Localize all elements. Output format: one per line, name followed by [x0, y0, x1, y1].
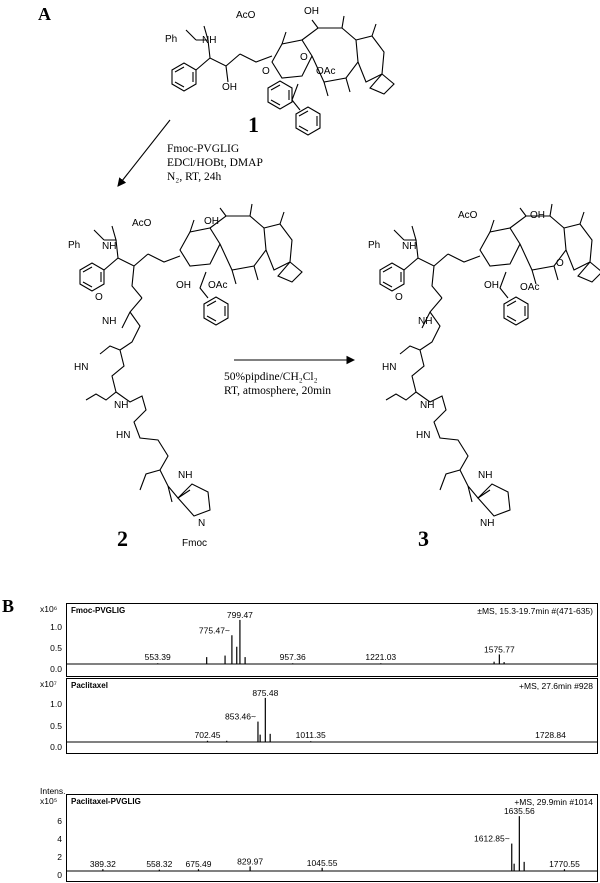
- svg-text:HN: HN: [382, 362, 396, 373]
- spectrum-title: Paclitaxel-PVGLIG: [71, 797, 141, 806]
- svg-text:OH: OH: [222, 82, 237, 93]
- compound-2-structure: [79, 203, 303, 517]
- svg-text:NH: NH: [402, 241, 416, 252]
- svg-text:NH: NH: [418, 316, 432, 327]
- spectrum-plot: 553.39 775.47~ 799.47 957.36 1221.03 1575.77: [67, 610, 597, 665]
- y-tick: 0.5: [50, 721, 62, 731]
- ms-spectrum-paclitaxel: Paclitaxel +MS, 27.6min #928 702.45 853.4…: [66, 678, 598, 754]
- peak-label: 1635.56: [504, 806, 535, 816]
- ms-spectrum-fmoc-pvglig: Fmoc-PVGLIG ±MS, 15.3-19.7min #(471-635)…: [66, 603, 598, 677]
- spectrum-info: ±MS, 15.3-19.7min #(471-635): [477, 606, 593, 616]
- svg-text:OH: OH: [304, 6, 319, 17]
- y-exponent: x10⁷: [40, 679, 57, 689]
- peak-label: 1045.55: [307, 858, 338, 868]
- peak-label: 957.36: [280, 652, 306, 662]
- svg-text:O: O: [262, 66, 270, 77]
- svg-text:Ph: Ph: [68, 240, 80, 251]
- compound-number-2: 2: [117, 526, 128, 551]
- peak-label: 389.32: [90, 859, 116, 869]
- svg-text:Ph: Ph: [165, 34, 177, 45]
- y-tick: 0.5: [50, 643, 62, 653]
- svg-text:O: O: [556, 258, 564, 269]
- svg-text:NH: NH: [102, 241, 116, 252]
- compound-3-structure: [379, 203, 600, 517]
- svg-text:HN: HN: [74, 362, 88, 373]
- y-tick: 0.0: [50, 664, 62, 674]
- reaction-2-conditions: 50%pipdine/CH₂Cl₂ RT, atmosphere, 20min: [224, 370, 331, 398]
- svg-text:OH: OH: [484, 280, 499, 291]
- y-tick: 0.0: [50, 742, 62, 752]
- svg-text:AcO: AcO: [236, 10, 256, 21]
- reagent-line: 50%pipdine/CH₂Cl₂: [224, 371, 318, 383]
- svg-text:NH: NH: [202, 35, 216, 46]
- peak-label: 702.45: [194, 730, 220, 740]
- peak-label: 1770.55: [549, 859, 580, 869]
- y-tick: 0: [57, 870, 62, 880]
- spectrum-plot: 389.32 558.32 675.49 829.97 1045.55 1612.85~ 1…: [67, 806, 597, 872]
- compound-number-3: 3: [418, 526, 429, 551]
- spectrum-title: Fmoc-PVGLIG: [71, 606, 126, 615]
- svg-text:OAc: OAc: [316, 66, 335, 77]
- svg-text:NH: NH: [420, 400, 434, 411]
- peak-label: 829.97: [237, 856, 263, 866]
- peak-label: 675.49: [185, 859, 211, 869]
- svg-text:Ph: Ph: [368, 240, 380, 251]
- y-exponent: x10⁶: [40, 604, 58, 614]
- spectrum-info: +MS, 27.6min #928: [519, 681, 593, 691]
- svg-text:Fmoc: Fmoc: [182, 538, 207, 549]
- svg-text:OAc: OAc: [208, 280, 227, 291]
- panel-a-label: A: [38, 4, 51, 24]
- svg-text:OH: OH: [176, 280, 191, 291]
- ms-spectrum-paclitaxel-pvglig: Paclitaxel-PVGLIG +MS, 29.9min #1014 389…: [66, 794, 598, 882]
- svg-text:HN: HN: [416, 430, 430, 441]
- svg-text:O: O: [395, 292, 403, 303]
- reagent-line: RT, atmosphere, 20min: [224, 385, 332, 397]
- svg-text:OH: OH: [530, 210, 545, 221]
- spectrum-plot: 702.45 853.46~ 875.48 1011.35 1728.84: [67, 688, 597, 743]
- y-tick: 2: [57, 852, 62, 862]
- reagent-line: EDCl/HOBt, DMAP: [167, 157, 263, 169]
- svg-text:OAc: OAc: [520, 282, 539, 293]
- peak-label: 1011.35: [296, 730, 326, 740]
- peak-label: 1221.03: [365, 652, 396, 662]
- svg-text:NH: NH: [478, 470, 492, 481]
- spectrum-info: +MS, 29.9min #1014: [514, 797, 593, 807]
- reaction-scheme: Ph NH OH O AcO OH OAc O Ph NH O NH HN NH…: [68, 6, 600, 549]
- svg-text:AcO: AcO: [458, 210, 478, 221]
- y-axis-label: Intens.: [40, 786, 66, 796]
- svg-text:NH: NH: [114, 400, 128, 411]
- svg-text:NH: NH: [102, 316, 116, 327]
- compound-1-structure: [171, 15, 395, 136]
- peak-label: 1575.77: [484, 644, 515, 654]
- peak-label: 558.32: [146, 859, 172, 869]
- svg-text:N: N: [198, 518, 205, 529]
- peak-label: 875.48: [252, 688, 278, 698]
- peak-label: 1728.84: [535, 730, 566, 740]
- spectrum-title: Paclitaxel: [71, 681, 108, 690]
- reaction-1-conditions: Fmoc-PVGLIG EDCl/HOBt, DMAP N₂, RT, 24h: [167, 142, 263, 184]
- svg-text:O: O: [95, 292, 103, 303]
- compound-number-1: 1: [248, 112, 259, 137]
- y-exponent: x10⁵: [40, 796, 58, 806]
- y-tick: 1.0: [50, 699, 62, 709]
- panel-b-label: B: [2, 596, 15, 616]
- y-tick: 1.0: [50, 622, 62, 632]
- y-tick: 4: [57, 834, 62, 844]
- svg-text:HN: HN: [116, 430, 130, 441]
- y-tick: 6: [57, 816, 62, 826]
- reagent-line: N₂, RT, 24h: [167, 171, 222, 183]
- peak-label: 553.39: [145, 652, 171, 662]
- peak-label: 853.46~: [225, 712, 256, 722]
- svg-text:NH: NH: [178, 470, 192, 481]
- peak-label: 775.47~: [199, 625, 230, 635]
- peak-label: 799.47: [227, 610, 253, 620]
- svg-text:OH: OH: [204, 216, 219, 227]
- svg-text:O: O: [300, 52, 308, 63]
- peak-label: 1612.85~: [474, 834, 510, 844]
- reagent-line: Fmoc-PVGLIG: [167, 143, 240, 155]
- svg-text:AcO: AcO: [132, 218, 152, 229]
- svg-text:NH: NH: [480, 518, 494, 529]
